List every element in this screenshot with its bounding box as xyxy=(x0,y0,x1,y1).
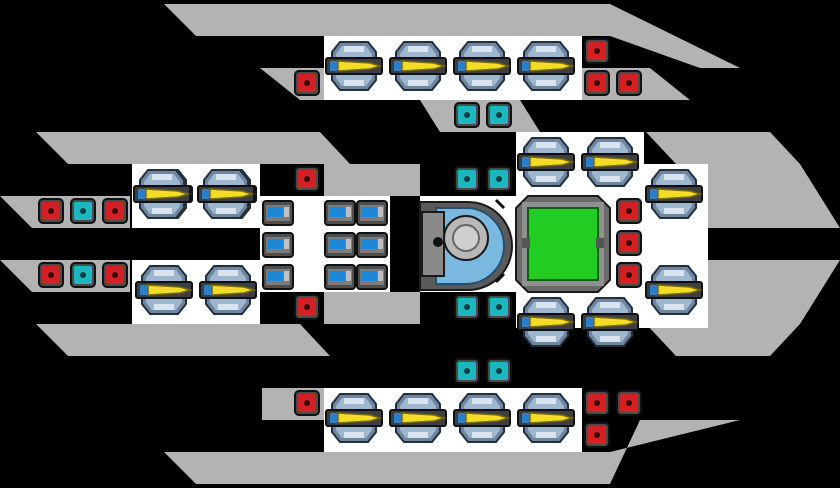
red-block-icon[interactable] xyxy=(294,390,320,416)
red-block-icon[interactable] xyxy=(294,294,320,320)
red-block-icon[interactable] xyxy=(616,390,642,416)
hull-plates xyxy=(0,4,840,484)
red-block-icon[interactable] xyxy=(616,262,642,288)
thruster-icon[interactable] xyxy=(325,41,383,91)
red-block-icon[interactable] xyxy=(584,422,610,448)
cyan-block-icon[interactable] xyxy=(70,198,96,224)
hull-plate xyxy=(706,260,840,324)
hull-plate xyxy=(324,164,420,196)
thruster-icon[interactable] xyxy=(389,41,447,91)
hull-plate xyxy=(324,292,420,324)
hull-plate xyxy=(36,324,330,356)
battery-icon[interactable] xyxy=(356,200,388,226)
red-block-icon[interactable] xyxy=(584,38,610,64)
battery-icon[interactable] xyxy=(324,200,356,226)
hull-plate xyxy=(646,132,800,164)
thruster-icon[interactable] xyxy=(581,297,639,347)
thruster-icon[interactable] xyxy=(645,265,703,315)
battery-icon[interactable] xyxy=(262,232,294,258)
thruster-icon[interactable] xyxy=(325,393,383,443)
thruster-icon[interactable] xyxy=(517,393,575,443)
red-block-icon[interactable] xyxy=(38,262,64,288)
thruster-icon[interactable] xyxy=(517,137,575,187)
red-block-icon[interactable] xyxy=(616,70,642,96)
red-block-icon[interactable] xyxy=(294,70,320,96)
cyan-block-icon[interactable] xyxy=(454,358,480,384)
thruster-icon[interactable] xyxy=(199,265,257,315)
cyan-block-icon[interactable] xyxy=(454,166,480,192)
cyan-block-icon[interactable] xyxy=(486,358,512,384)
thruster-icon[interactable] xyxy=(517,297,575,347)
cyan-block-icon[interactable] xyxy=(454,294,480,320)
red-block-icon[interactable] xyxy=(38,198,64,224)
red-block-icon[interactable] xyxy=(102,262,128,288)
hull-plate xyxy=(706,164,840,228)
thruster-icon[interactable] xyxy=(453,41,511,91)
hull-plate xyxy=(0,196,130,228)
thruster-icon[interactable] xyxy=(453,393,511,443)
red-block-icon[interactable] xyxy=(616,198,642,224)
thruster-icon[interactable] xyxy=(581,137,639,187)
battery-icon[interactable] xyxy=(356,264,388,290)
battery-icon[interactable] xyxy=(324,264,356,290)
cyan-block-icon[interactable] xyxy=(486,166,512,192)
red-block-icon[interactable] xyxy=(294,166,320,192)
cyan-block-icon[interactable] xyxy=(486,102,512,128)
red-block-icon[interactable] xyxy=(584,70,610,96)
battery-icon[interactable] xyxy=(262,200,294,226)
battery-icon[interactable] xyxy=(324,232,356,258)
cyan-block-icon[interactable] xyxy=(454,102,480,128)
red-block-icon[interactable] xyxy=(102,198,128,224)
thruster-icon[interactable] xyxy=(389,393,447,443)
thruster-icon[interactable] xyxy=(135,265,193,315)
thruster-icon[interactable] xyxy=(197,169,255,219)
battery-icon[interactable] xyxy=(356,232,388,258)
hull-plate xyxy=(646,324,800,356)
battery-group xyxy=(262,200,388,290)
thruster-icon[interactable] xyxy=(517,41,575,91)
hull-plate xyxy=(0,260,130,292)
battery-icon[interactable] xyxy=(262,264,294,290)
cockpit-icon[interactable] xyxy=(515,195,611,293)
red-block-icon[interactable] xyxy=(616,230,642,256)
hull-plate xyxy=(36,132,350,164)
thruster-icon[interactable] xyxy=(133,169,191,219)
reactor-icon[interactable] xyxy=(419,198,513,291)
thruster-icon[interactable] xyxy=(645,169,703,219)
cyan-block-icon[interactable] xyxy=(486,294,512,320)
red-block-icon[interactable] xyxy=(584,390,610,416)
cyan-block-icon[interactable] xyxy=(70,262,96,288)
